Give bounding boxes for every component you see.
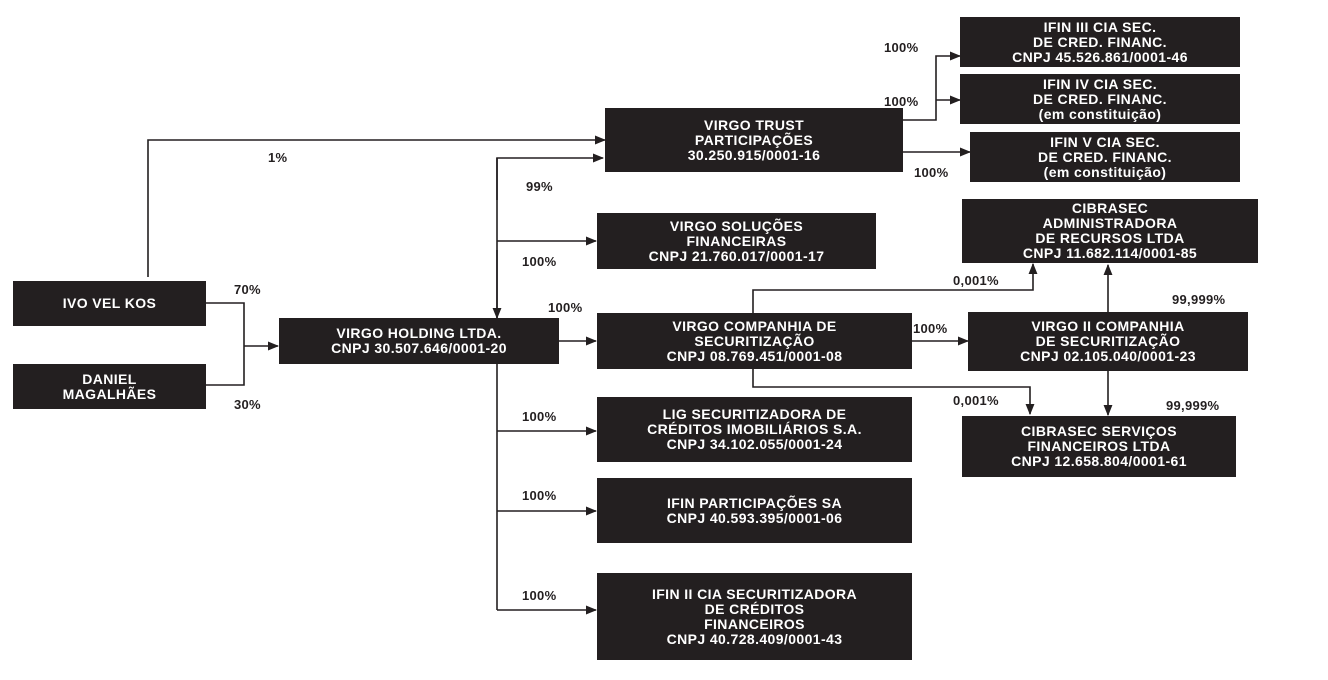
entity-text-line: IVO VEL KOS [62, 295, 157, 311]
entity-text-line: CRÉDITOS IMOBILIÁRIOS S.A. [647, 421, 862, 437]
entity-text-line: CIBRASEC [1071, 200, 1149, 216]
pct-holding-ifin2: 100% [522, 588, 557, 603]
entity-text-line: VIRGO HOLDING LTDA. [336, 325, 502, 341]
entity-text-line: 30.250.915/0001-16 [687, 146, 821, 163]
entity-text-line: MAGALHÃES [62, 385, 157, 402]
entity-text-line: DE CRED. FINANC. [1033, 33, 1167, 50]
entity-text-line: CNPJ 30.507.646/0001-20 [331, 340, 507, 356]
line-companhia-cibrasecadm [752, 262, 1038, 314]
entity-text-line: PARTICIPAÇÕES [694, 131, 814, 148]
entity-text-line: DE SECURITIZAÇÃO [1035, 333, 1181, 349]
pct-holding-trust: 99% [526, 179, 553, 194]
entity-text-line: CNPJ 40.593.395/0001-06 [666, 509, 843, 526]
entity-text-line: FINANCEIROS [704, 615, 805, 632]
entity-text-line: CNPJ 12.658.804/0001-61 [1011, 453, 1187, 469]
entity-text-line: IFIN PARTICIPAÇÕES SA [666, 494, 843, 511]
entity-text-line: SECURITIZAÇÃO [694, 332, 815, 349]
pct-companhia-virgo2: 100% [913, 321, 948, 336]
entity-text-line: CNPJ 34.102.055/0001-24 [666, 436, 843, 452]
entity-ifin-iii: IFIN III CIA SEC.DE CRED. FINANC.CNPJ 45… [960, 17, 1240, 67]
entity-text-line: DE CRED. FINANC. [1038, 148, 1172, 165]
entity-text-line: CNPJ 08.769.451/0001-08 [666, 347, 843, 364]
entity-text-line: LIG SECURITIZADORA DE [662, 406, 847, 422]
line-trust-ifin34 [903, 51, 962, 121]
pct-trust-ifin4: 100% [884, 94, 919, 109]
pct-holding-companhia: 100% [548, 300, 583, 315]
entity-text-line: DE CRÉDITOS [704, 600, 805, 617]
entity-text-line: FINANCEIRAS [686, 232, 787, 249]
entity-text-line: DANIEL [82, 370, 137, 387]
entity-text-line: FINANCEIROS LTDA [1027, 438, 1171, 454]
entity-text-line: VIRGO TRUST [703, 116, 805, 133]
pct-companhia-cibrasecserv: 0,001% [953, 393, 999, 408]
line-spine-up-arrow [496, 153, 605, 200]
pct-ivo-holding: 70% [234, 282, 261, 297]
entity-text-line: VIRGO II COMPANHIA [1031, 318, 1185, 334]
entity-ivo-vel-kos: IVO VEL KOS [13, 281, 206, 326]
line-companhia-cibrasecserv [752, 367, 1035, 416]
entity-text-line: CNPJ 11.682.114/0001-85 [1022, 245, 1198, 261]
entity-text-line: CNPJ 21.760.017/0001-17 [648, 247, 825, 264]
pct-holding-lig: 100% [522, 409, 557, 424]
pct-ivo-trust: 1% [268, 150, 288, 165]
line-ivo-trust [147, 135, 607, 277]
line-ivo-holding [206, 302, 245, 386]
entity-text-line: IFIN II CIA SECURITIZADORA [651, 585, 858, 602]
entity-text-line: IFIN IV CIA SEC. [1042, 75, 1157, 92]
entity-text-line: VIRGO COMPANHIA DE [672, 317, 837, 334]
entity-ifin-v: IFIN V CIA SEC.DE CRED. FINANC.(em const… [970, 132, 1240, 182]
entity-text-line: DE RECURSOS LTDA [1035, 230, 1185, 246]
pct-trust-ifin3: 100% [884, 40, 919, 55]
entity-virgo-holding: VIRGO HOLDING LTDA.CNPJ 30.507.646/0001-… [279, 318, 559, 364]
entity-text-line: VIRGO SOLUÇÕES [669, 217, 804, 234]
entity-text-line: CNPJ 40.728.409/0001-43 [666, 630, 843, 647]
entity-text-line: (em constituição) [1043, 163, 1167, 180]
pct-companhia-cibrasecadm: 0,001% [953, 273, 999, 288]
pct-daniel-holding: 30% [234, 397, 261, 412]
pct-holding-ifinpart: 100% [522, 488, 557, 503]
entity-text-line: (em constituição) [1038, 105, 1162, 122]
entity-text-line: CNPJ 02.105.040/0001-23 [1020, 348, 1196, 364]
entity-ifin-iv: IFIN IV CIA SEC.DE CRED. FINANC.(em cons… [960, 74, 1240, 124]
entity-text-line: IFIN V CIA SEC. [1050, 133, 1160, 150]
entity-text-line: CIBRASEC SERVIÇOS [1021, 423, 1177, 439]
entity-text-line: IFIN III CIA SEC. [1043, 18, 1157, 35]
pct-holding-solucoes: 100% [522, 254, 557, 269]
pct-virgo2-cibrasecserv: 99,999% [1166, 398, 1220, 413]
pct-trust-ifin5: 100% [914, 165, 949, 180]
entity-text-line: ADMINISTRADORA [1042, 215, 1178, 231]
pct-virgo2-cibrasecadm: 99,999% [1172, 292, 1226, 307]
entity-text-line: CNPJ 45.526.861/0001-46 [1012, 48, 1188, 65]
entity-text-line: DE CRED. FINANC. [1033, 90, 1167, 107]
